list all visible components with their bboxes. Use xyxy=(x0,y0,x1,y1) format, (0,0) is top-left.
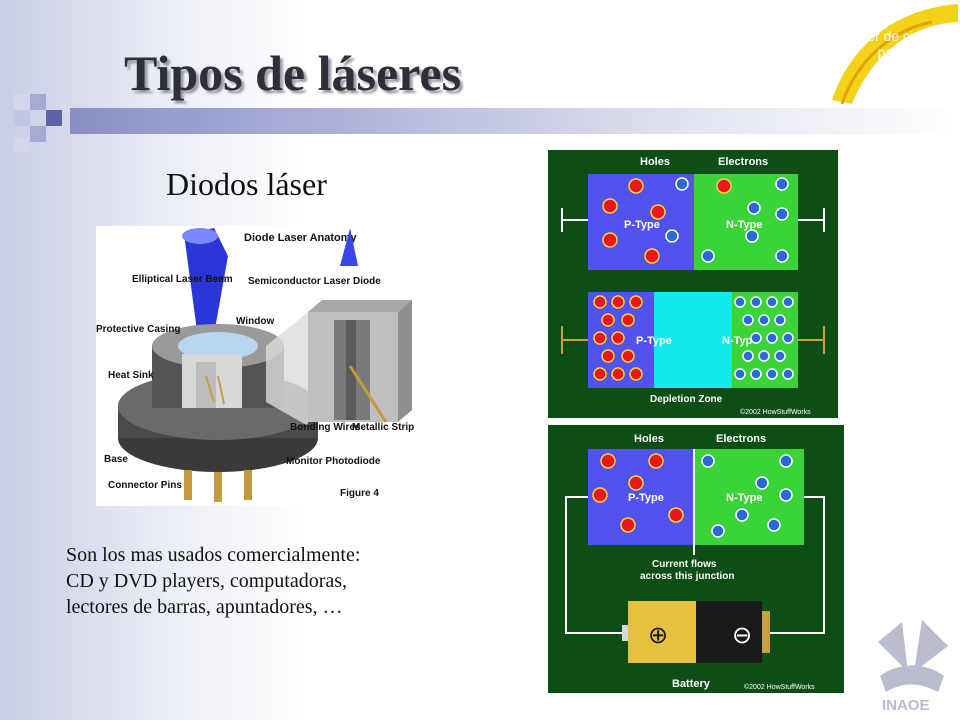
label-casing: Protective Casing xyxy=(96,324,180,335)
copyright: ©2002 HowStuffWorks xyxy=(740,408,811,416)
label-strip: Metallic Strip xyxy=(352,422,414,433)
label-base: Base xyxy=(104,454,128,465)
connector-pin xyxy=(184,470,192,500)
label-beam: Elliptical Laser Beam xyxy=(132,274,233,285)
label-depletion-zone: Depletion Zone xyxy=(650,394,723,405)
plus-icon: ⊕ xyxy=(648,621,668,649)
label-holes: Holes xyxy=(634,433,664,445)
electron-particles xyxy=(665,177,789,263)
label-electrons: Electrons xyxy=(716,433,766,445)
minus-icon: ⊖ xyxy=(732,621,752,649)
slide-subtitle: Diodos láser xyxy=(166,166,327,202)
label-figure-number: Figure 4 xyxy=(340,488,379,499)
label-p-type: P-Type xyxy=(628,492,664,504)
label-n-type: N-Type xyxy=(722,335,758,347)
label-current-line2: across this junction xyxy=(640,571,734,582)
slide-title: Tipos de láseres xyxy=(124,45,462,101)
label-semiconductor: Semiconductor Laser Diode xyxy=(248,276,381,287)
hole-particles xyxy=(593,295,643,381)
logo-line1: taller de ciencia xyxy=(849,28,947,44)
circuit-wire xyxy=(770,496,825,634)
label-heatsink: Heat Sink xyxy=(108,370,154,381)
body-line: Son los mas usados comercialmente: xyxy=(66,544,361,566)
inaoe-watermark-logo: INAOE xyxy=(878,620,948,714)
logo-swoosh xyxy=(832,4,958,105)
electron-particles xyxy=(701,454,793,538)
body-line: lectores de barras, apuntadores, … xyxy=(66,596,343,618)
label-p-type: P-Type xyxy=(636,335,672,347)
beam-ellipse xyxy=(182,228,218,244)
hole-particles xyxy=(602,178,732,264)
laser-beam-shape xyxy=(184,228,228,368)
label-battery: Battery xyxy=(672,678,711,690)
label-n-type: N-Type xyxy=(726,219,762,231)
logo-text: taller de ciencia para profes xyxy=(838,28,958,60)
diode-laser-anatomy-figure: Diode Laser Anatomy Elliptical Laser Bea… xyxy=(96,226,420,506)
electron-particles xyxy=(734,296,794,380)
logo-line2: para profes xyxy=(877,44,949,60)
label-p-type: P-Type xyxy=(624,219,660,231)
label-holes: Holes xyxy=(640,156,670,168)
label-bonding: Bonding Wires xyxy=(290,422,361,433)
connector-pin xyxy=(244,470,252,500)
label-photodiode: Monitor Photodiode xyxy=(286,456,381,467)
circuit-wire xyxy=(565,496,628,634)
connector-pin xyxy=(214,472,222,502)
pn-junction-panel-battery: Holes Electrons P-Type N-Type Current fl… xyxy=(548,425,844,693)
pn-junction-panel-top: Holes Electrons P-Type N-Type P-Type N-T… xyxy=(548,150,838,418)
body-line: CD y DVD players, computadoras, xyxy=(66,570,348,592)
window-glass xyxy=(178,332,258,360)
battery-positive-half xyxy=(628,601,696,663)
body-text: Son los mas usados comercialmente: CD y … xyxy=(66,542,466,620)
copyright: ©2002 HowStuffWorks xyxy=(744,683,815,691)
figure-title: Diode Laser Anatomy xyxy=(244,232,358,244)
label-electrons: Electrons xyxy=(718,156,768,168)
label-current-line1: Current flows xyxy=(652,559,717,570)
inaoe-text: INAOE xyxy=(882,697,930,714)
label-n-type: N-Type xyxy=(726,492,762,504)
hole-particles xyxy=(592,453,684,533)
label-pins: Connector Pins xyxy=(108,480,182,491)
title-underline-bar xyxy=(70,108,960,134)
depletion-region xyxy=(654,292,732,388)
label-window: Window xyxy=(236,316,274,327)
battery-negative-half xyxy=(696,601,762,663)
